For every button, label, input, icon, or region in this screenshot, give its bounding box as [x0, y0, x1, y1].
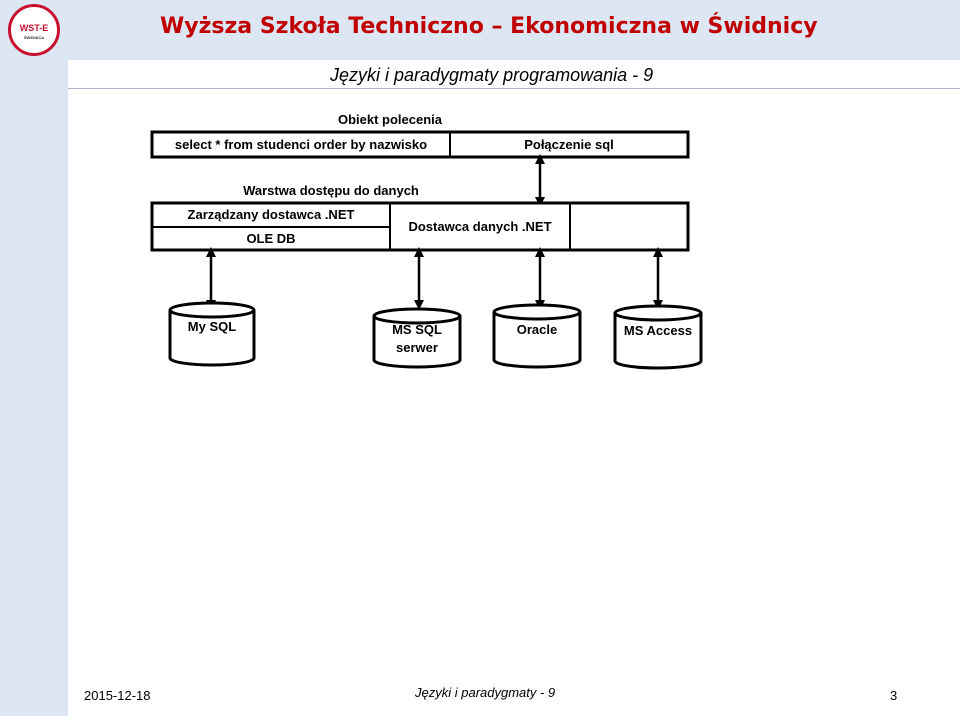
database-cylinder-icon: My SQL — [168, 301, 256, 367]
data-provider-label: Dostawca danych .NET — [408, 219, 551, 234]
school-logo-icon: WST-E ŚWIDNICA — [8, 4, 60, 56]
slide-subtitle: Języki i paradygmaty programowania - 9 — [330, 65, 654, 85]
logo-text: WST-E — [19, 23, 49, 33]
sidebar-decoration — [0, 60, 68, 716]
database-cylinder-icon: Oracle — [492, 303, 582, 369]
header-bar — [0, 0, 960, 60]
database-cylinder-icon: MS SQL serwer — [372, 307, 462, 369]
query-text: select * from studenci order by nazwisko — [175, 137, 427, 152]
oledb-label: OLE DB — [246, 231, 295, 246]
connection-label: Połączenie sql — [524, 137, 614, 152]
command-object-label: Obiekt polecenia — [338, 112, 443, 127]
database-label: Oracle — [517, 322, 557, 337]
data-access-layer-label: Warstwa dostępu do danych — [243, 183, 419, 198]
database-label: MS SQL — [392, 322, 442, 337]
school-title: Wyższa Szkoła Techniczno – Ekonomiczna w… — [160, 14, 818, 39]
database-label: My SQL — [188, 319, 236, 334]
managed-provider-label: Zarządzany dostawca .NET — [188, 207, 355, 222]
database-label: MS Access — [624, 323, 692, 338]
subtitle-divider — [68, 88, 960, 89]
database-cylinder-icon: MS Access — [613, 304, 703, 370]
logo-subtext: ŚWIDNICA — [23, 35, 45, 40]
footer-date: 2015-12-18 — [84, 688, 151, 703]
database-label-line2: serwer — [396, 340, 438, 355]
footer-title: Języki i paradygmaty - 9 — [415, 685, 556, 700]
page-number: 3 — [890, 688, 898, 703]
command-object-box — [150, 130, 690, 159]
